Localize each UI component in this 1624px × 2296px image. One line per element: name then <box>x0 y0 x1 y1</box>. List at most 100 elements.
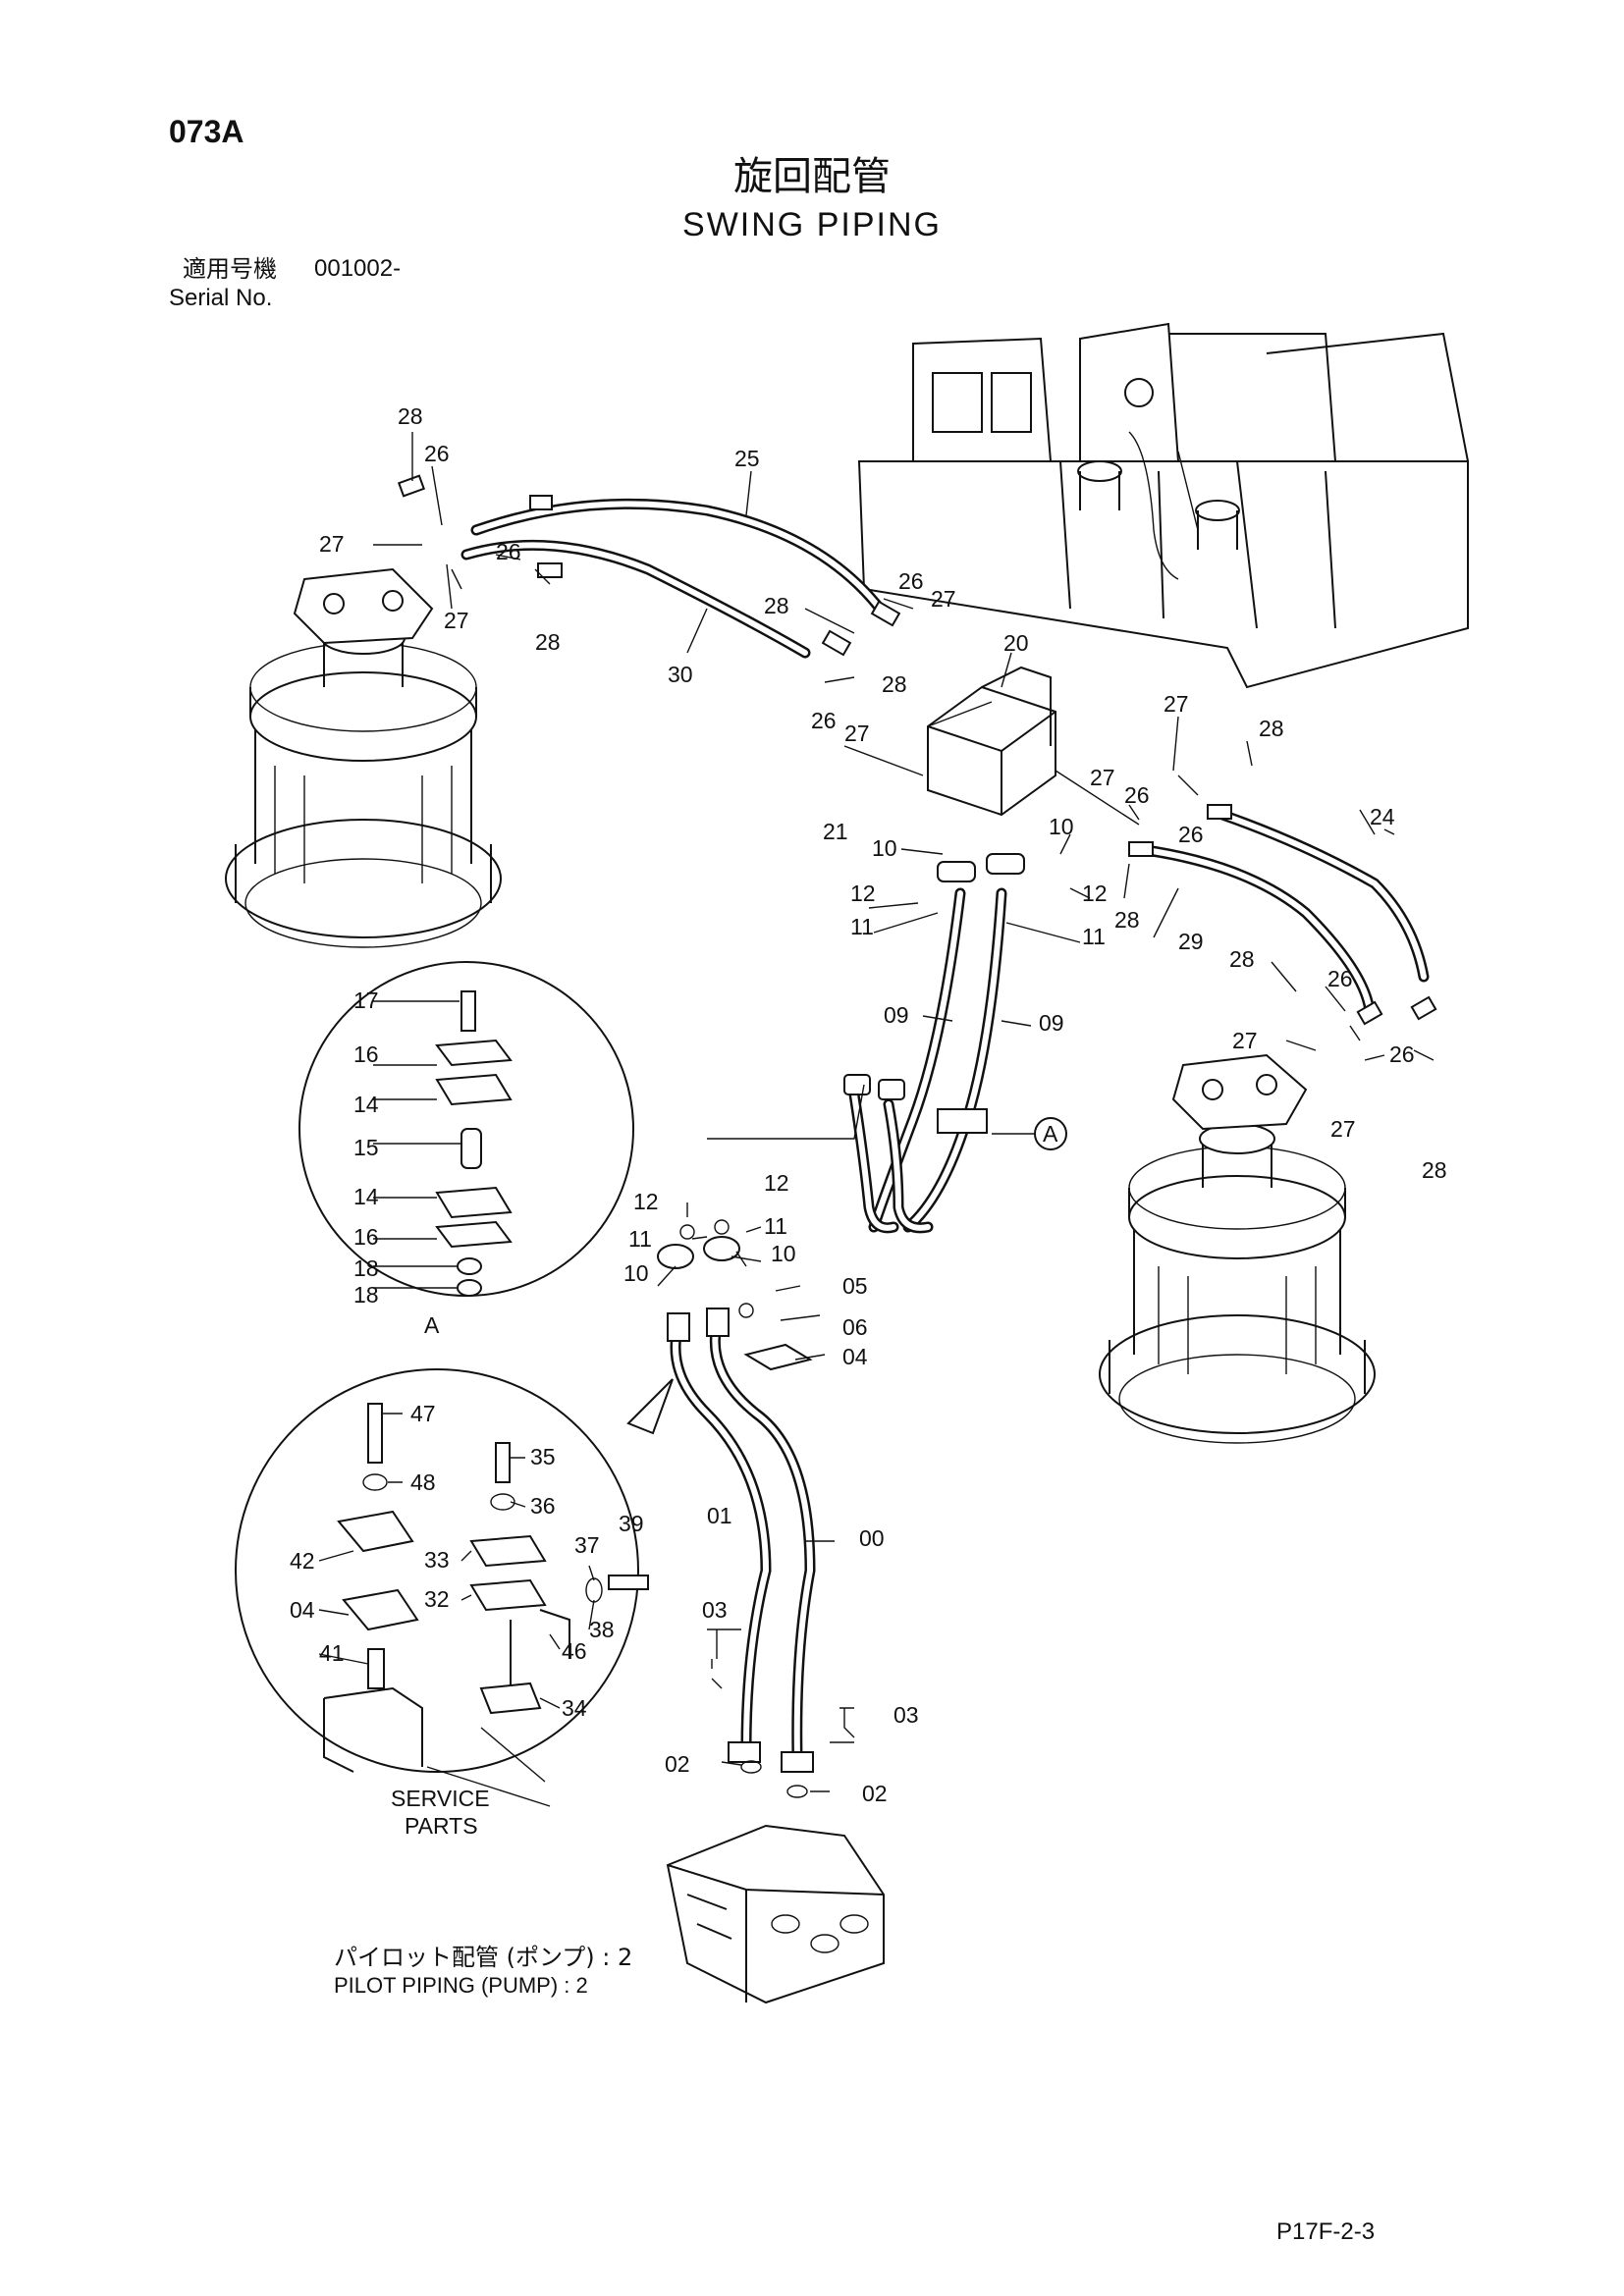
part-callout: 28 <box>1259 716 1284 741</box>
part-callout: 12 <box>764 1170 789 1196</box>
part-callout: 27 <box>931 586 956 612</box>
part-callout: 27 <box>319 531 345 557</box>
part-callout: 03 <box>702 1597 728 1623</box>
part-callout: 25 <box>734 446 760 471</box>
callout-a-marker <box>992 1117 1067 1150</box>
part-callout: 15 <box>353 1135 379 1160</box>
title-english: SWING PIPING <box>682 206 942 243</box>
page-code: 073A <box>169 114 244 149</box>
part-callout: 36 <box>530 1493 556 1519</box>
part-callout: 28 <box>535 629 561 655</box>
part-callout: 28 <box>1229 946 1255 972</box>
part-callout: 11 <box>764 1213 787 1239</box>
part-callout: 28 <box>398 403 423 429</box>
part-callout: 16 <box>353 1041 379 1067</box>
part-callout: 39 <box>619 1511 644 1536</box>
part-callout: 32 <box>424 1586 450 1612</box>
detail-a-label: A <box>424 1312 440 1338</box>
part-callout: 46 <box>562 1638 587 1664</box>
part-callout: 28 <box>882 671 907 697</box>
part-callout: 09 <box>1039 1010 1064 1036</box>
part-callouts: 28 26 27 26 27 28 25 30 28 26 27 28 26 2… <box>290 403 1447 1839</box>
leader-lines <box>318 432 1435 1807</box>
part-callout: 33 <box>424 1547 450 1573</box>
title-japanese: 旋回配管 <box>733 154 891 199</box>
part-callout: 42 <box>290 1548 315 1574</box>
part-callout: 16 <box>353 1224 379 1250</box>
fittings <box>397 474 1437 1798</box>
part-callout: 27 <box>1164 691 1189 717</box>
part-callout: 12 <box>1082 881 1108 906</box>
part-callout: 28 <box>1114 907 1140 933</box>
part-callout: 05 <box>842 1273 868 1299</box>
part-callout: 17 <box>353 988 379 1013</box>
part-callout: 26 <box>1389 1041 1415 1067</box>
service-parts-label: PARTS <box>405 1813 478 1839</box>
part-callout: 03 <box>893 1702 919 1728</box>
part-callout: 26 <box>898 568 924 594</box>
part-callout: 02 <box>665 1751 690 1777</box>
part-callout: 21 <box>823 819 848 844</box>
part-callout: 27 <box>1232 1028 1258 1053</box>
part-callout: 28 <box>1422 1157 1447 1183</box>
part-callout: 24 <box>1370 804 1395 829</box>
swing-motor-left <box>225 567 502 948</box>
part-callout: 27 <box>1330 1116 1356 1142</box>
junction-block <box>927 666 1056 817</box>
part-callout: 02 <box>862 1781 888 1806</box>
serial-label-japanese: 適用号機 <box>183 255 277 283</box>
part-callout: 35 <box>530 1444 556 1469</box>
part-callout: 11 <box>850 914 874 939</box>
part-callout: 26 <box>1124 782 1150 808</box>
part-callout: 26 <box>496 539 521 564</box>
part-callout: 28 <box>764 593 789 618</box>
upper-structure <box>857 322 1469 689</box>
part-callout: 11 <box>628 1226 652 1252</box>
part-callout: 47 <box>410 1401 436 1426</box>
part-callout: 27 <box>444 608 469 633</box>
part-callout: 00 <box>859 1525 885 1551</box>
part-callout: 26 <box>811 708 837 733</box>
part-callout: 27 <box>1090 765 1115 790</box>
part-callout: 48 <box>410 1469 436 1495</box>
part-callout: 09 <box>884 1002 909 1028</box>
part-callout: 14 <box>353 1092 379 1117</box>
part-callout: 10 <box>872 835 897 861</box>
pipes <box>460 498 1430 1763</box>
part-callout: 27 <box>844 721 870 746</box>
part-callout: 37 <box>574 1532 600 1558</box>
pilot-piping-ref-japanese: パイロット配管 (ポンプ) : 2 <box>334 1944 633 1971</box>
part-callout: 04 <box>842 1344 868 1369</box>
part-callout: 20 <box>1003 630 1029 656</box>
part-callout: 26 <box>424 441 450 466</box>
part-callout: 01 <box>707 1503 732 1528</box>
part-callout: 41 <box>319 1640 345 1666</box>
part-callout: 06 <box>842 1314 868 1340</box>
part-callout: 14 <box>353 1184 379 1209</box>
part-callout: 26 <box>1327 966 1353 991</box>
part-callout: 38 <box>589 1617 615 1642</box>
serial-label-english: Serial No. <box>169 285 273 311</box>
callout-a-letter: A <box>1043 1121 1058 1147</box>
serial-value: 001002- <box>314 255 402 282</box>
pilot-piping-ref-english: PILOT PIPING (PUMP) : 2 <box>334 1973 588 1998</box>
swing-motor-right <box>1099 1053 1376 1444</box>
detail-a-circle <box>298 961 634 1297</box>
part-callout: 18 <box>353 1282 379 1308</box>
part-callout: 10 <box>623 1260 649 1286</box>
part-callout: 12 <box>633 1189 659 1214</box>
part-callout: 34 <box>562 1695 587 1721</box>
part-callout: 29 <box>1178 929 1204 954</box>
part-callout: 04 <box>290 1597 315 1623</box>
part-callout: 12 <box>850 881 876 906</box>
control-valve <box>666 1824 885 2004</box>
page-reference: P17F-2-3 <box>1276 2218 1376 2245</box>
part-callout: 11 <box>1082 924 1106 949</box>
part-callout: 10 <box>771 1241 796 1266</box>
part-callout: 30 <box>668 662 693 687</box>
part-callout: 18 <box>353 1255 379 1281</box>
part-callout: 26 <box>1178 822 1204 847</box>
service-parts-circle <box>235 1368 674 1773</box>
part-callout: 10 <box>1049 814 1074 839</box>
